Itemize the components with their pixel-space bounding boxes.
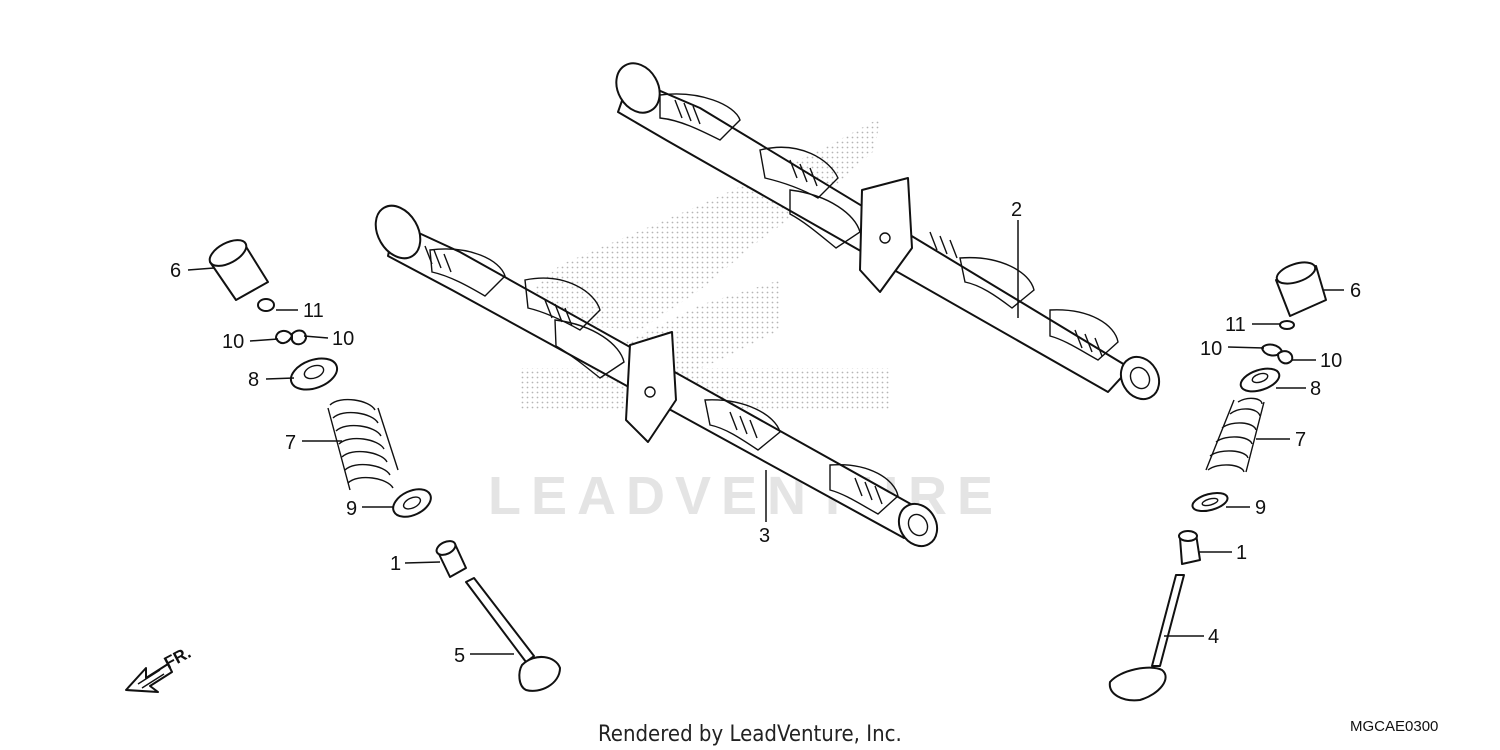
callout-retainer-right: 8 [1310, 378, 1321, 400]
callout-cotter-small-right: 11 [1225, 314, 1246, 336]
callout-seat-right: 9 [1255, 497, 1266, 519]
diagram-code: MGCAE0300 [1350, 718, 1438, 735]
callout-retainer-left: 8 [248, 369, 259, 391]
callout-cotter-small-left: 11 [303, 300, 324, 322]
valve-stem-seal-right[interactable] [1178, 530, 1201, 565]
callout-spring-right: 7 [1295, 429, 1306, 451]
valve-cotters-left[interactable] [275, 329, 307, 346]
callout-spring-left: 7 [285, 432, 296, 454]
spring-seat-right[interactable] [1191, 490, 1230, 515]
callout-cotter-b-right: 10 [1320, 350, 1342, 372]
callout-valve-intake: 4 [1208, 626, 1219, 648]
camshaft-upper[interactable] [608, 55, 1167, 406]
valve-cotters-right[interactable] [1261, 343, 1294, 365]
callout-seat-left: 9 [346, 498, 357, 520]
camshaft-lower[interactable] [367, 198, 945, 553]
valve-retainer-right[interactable] [1238, 364, 1282, 395]
footer-credit: Rendered by LeadVenture, Inc. [598, 722, 902, 747]
valve-cotter-small-right[interactable] [1279, 320, 1295, 330]
valve-cotter-small-left[interactable] [257, 298, 275, 312]
callout-camshaft-lower: 3 [759, 525, 770, 547]
wing-logo-watermark [500, 118, 890, 410]
callout-cotter-b-left: 10 [332, 328, 354, 350]
callout-lifter-right: 6 [1350, 280, 1361, 302]
valve-spring-right[interactable] [1205, 397, 1265, 473]
valve-spring-left[interactable] [327, 398, 399, 491]
callout-cotter-a-left: 10 [222, 331, 244, 353]
callout-seal-left: 1 [390, 553, 401, 575]
valve-retainer-left[interactable] [287, 353, 342, 396]
callout-lifter-left: 6 [170, 260, 181, 282]
callout-seal-right: 1 [1236, 542, 1247, 564]
exhaust-valve[interactable] [465, 577, 561, 692]
leader-lines [187, 220, 1344, 655]
intake-valve[interactable] [1108, 574, 1185, 702]
callout-valve-exhaust: 5 [454, 645, 465, 667]
valve-stem-seal-left[interactable] [434, 538, 467, 578]
spring-seat-left[interactable] [389, 484, 435, 523]
callout-cotter-a-right: 10 [1200, 338, 1222, 360]
valve-lifter-left[interactable] [206, 235, 269, 301]
front-direction-arrow-icon [125, 663, 173, 693]
valve-lifter-right[interactable] [1274, 258, 1327, 317]
callout-camshaft-upper: 2 [1011, 199, 1022, 221]
